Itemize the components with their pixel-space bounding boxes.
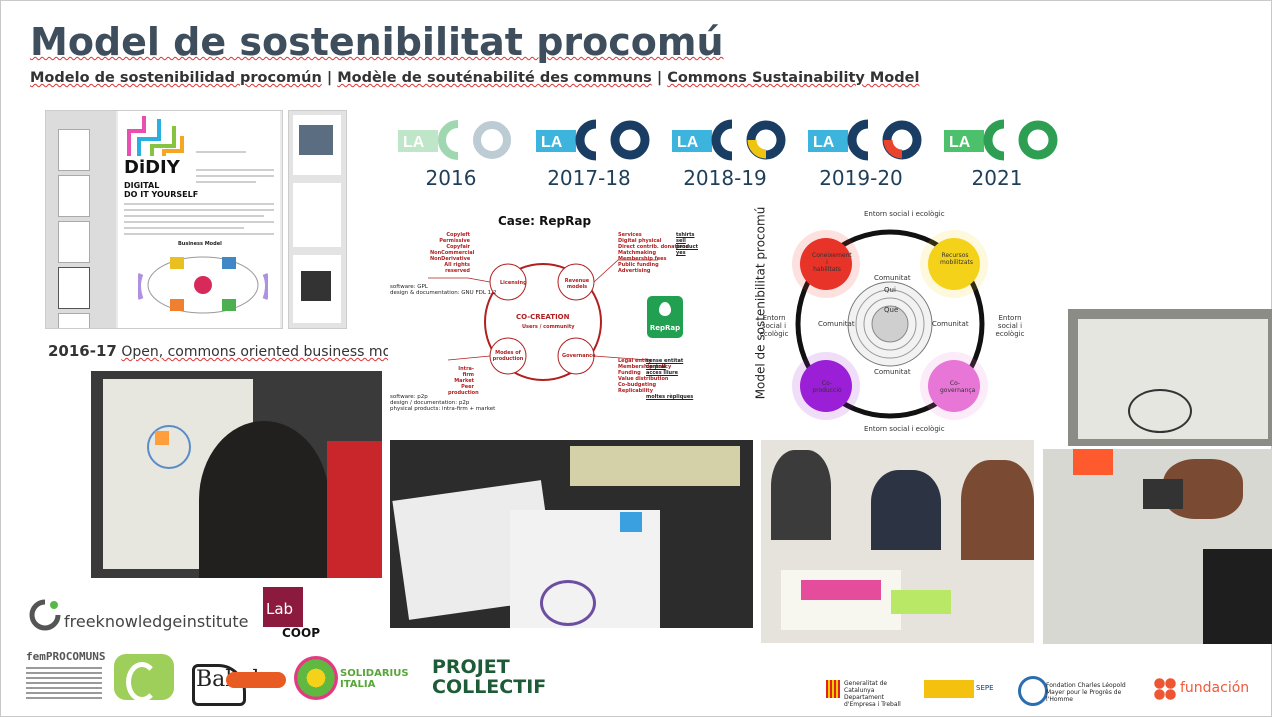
svg-text:LA: LA	[949, 134, 971, 151]
rc-logo-icon	[114, 654, 174, 702]
workshop-photo-2	[390, 440, 753, 628]
sustainability-model-diagram: Model de sostenibilitat procomú Entorn s…	[722, 200, 1062, 445]
laco-year: 2019-20	[819, 166, 903, 190]
slide-subtitle: Modelo de sostenibilidad procomún | Modè…	[30, 70, 920, 86]
laco-year: 2016	[425, 166, 477, 190]
svg-text:LA: LA	[813, 134, 835, 151]
svg-text:LA: LA	[677, 134, 699, 151]
workshop-photo-4	[1068, 309, 1272, 446]
reprap-title: Case: RepRap	[498, 214, 592, 228]
diy-title: DiDIY	[124, 157, 180, 178]
svg-text:LA: LA	[541, 134, 563, 151]
svg-text:LA: LA	[403, 134, 425, 151]
reprap-case-diagram: Case: RepRap Licensing Revenue models Mo…	[388, 210, 698, 414]
business-model-diagram	[138, 256, 268, 314]
slide-title: Model de sostenibilitat procomú	[30, 20, 724, 64]
diy-logo-icon	[127, 116, 184, 156]
pdf-pages-strip	[288, 110, 347, 329]
pdf-thumbnail-panel	[46, 111, 116, 328]
workshop-photo-3	[761, 440, 1034, 643]
reprap-badge-icon: RepRap	[647, 296, 683, 338]
laco-logo-2018-19: LA 2018-19	[670, 118, 794, 190]
laco-logo-2019-20: LA 2019-20	[806, 118, 930, 190]
business-models-caption: 2016-17 Open, commons oriented business …	[48, 342, 420, 360]
co-creation-diagram	[428, 259, 658, 381]
co-creation-label: CO-CREATION	[516, 313, 570, 321]
business-model-label: Business Model	[178, 241, 222, 247]
laco-year: 2018-19	[683, 166, 767, 190]
laco-logo-2021: LA 2021	[942, 118, 1066, 190]
workshop-photo-1	[91, 371, 382, 578]
laco-year: 2021	[971, 166, 1023, 190]
fki-ring-icon	[29, 599, 61, 631]
laco-logo-2016: LA 2016	[396, 118, 520, 190]
laco-logo-2017-18: LA 2017-18	[534, 118, 658, 190]
model-rings	[792, 229, 988, 420]
laco-year: 2017-18	[547, 166, 631, 190]
workshop-photo-5	[1043, 449, 1272, 644]
model-vertical-title: Model de sostenibilitat procomú	[753, 206, 768, 400]
